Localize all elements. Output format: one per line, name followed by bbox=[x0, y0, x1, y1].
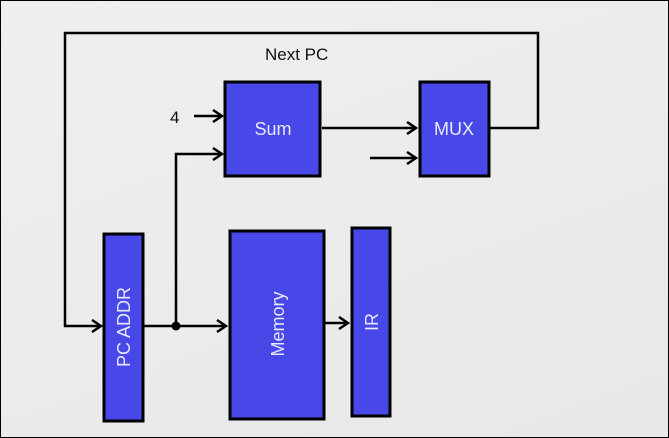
sum-block: Sum bbox=[223, 80, 322, 178]
pc-addr-label: PC ADDR bbox=[114, 287, 134, 367]
next-pc-label: Next PC bbox=[265, 45, 328, 64]
sum-label: Sum bbox=[254, 119, 291, 139]
next-pc-feedback-wire bbox=[63, 31, 540, 326]
ir-label: IR bbox=[362, 313, 382, 331]
junction-dot bbox=[171, 321, 181, 331]
constant-four-label: 4 bbox=[170, 108, 179, 127]
memory-label: Memory bbox=[268, 291, 288, 356]
memory-block: Memory bbox=[228, 229, 326, 421]
pc-to-sum-wire bbox=[174, 154, 222, 326]
ir-block: IR bbox=[350, 226, 392, 418]
pc-addr-block: PC ADDR bbox=[102, 232, 145, 423]
mux-block: MUX bbox=[418, 80, 491, 178]
mux-label: MUX bbox=[434, 119, 474, 139]
